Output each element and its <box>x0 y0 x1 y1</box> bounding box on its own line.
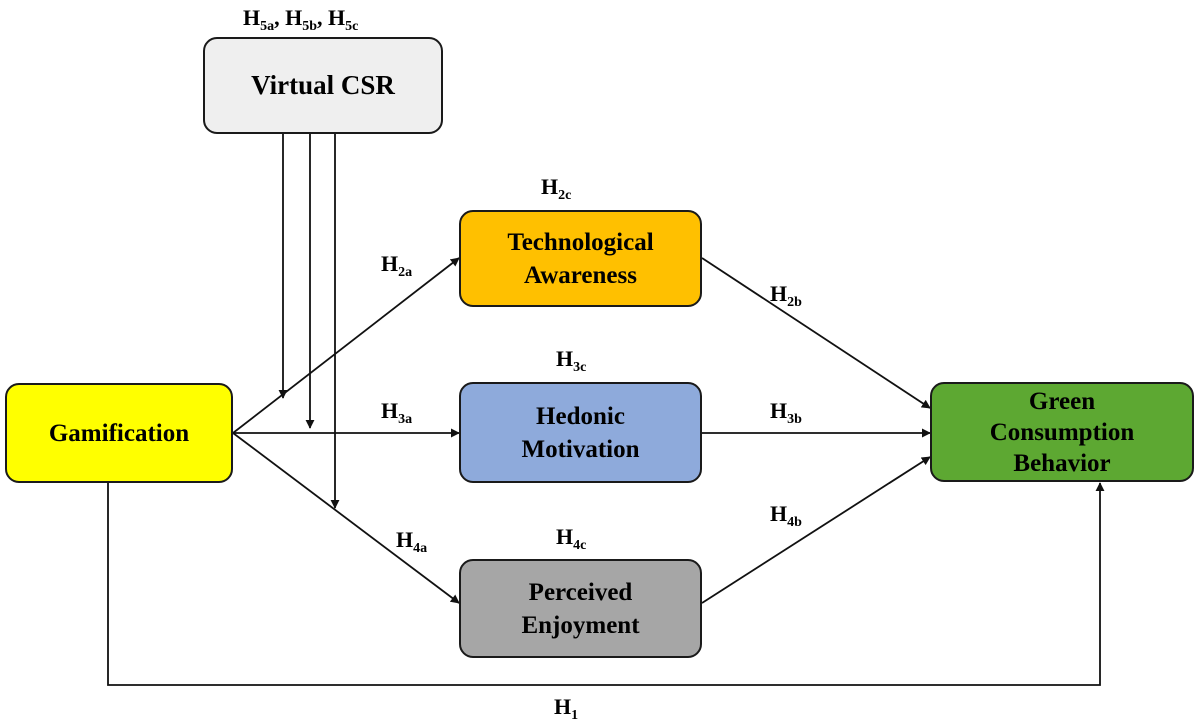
label-h1: H1 <box>554 694 578 723</box>
node-label-line-2: Awareness <box>524 261 637 289</box>
node-technological-awareness: Technological Awareness <box>459 210 702 307</box>
node-label-line-2: Consumption <box>989 418 1135 446</box>
node-label-line-1: Perceived <box>528 578 633 606</box>
label-h5-group: H5a, H5b, H5c <box>243 5 358 34</box>
node-label-line-1: Hedonic <box>536 402 625 430</box>
arrow-technological-awareness-to-green <box>701 257 931 409</box>
node-label: Gamification <box>48 419 190 447</box>
label-h4c: H4c <box>556 524 586 553</box>
label-h2b: H2b <box>770 281 802 310</box>
node-label-line-1: Green <box>1028 387 1096 415</box>
label-h3c: H3c <box>556 346 586 375</box>
node-virtual-csr: Virtual CSR <box>203 37 443 134</box>
label-h4b: H4b <box>770 501 802 530</box>
arrow-gamification-to-perceived-enjoyment <box>232 432 460 604</box>
label-h2c: H2c <box>541 174 571 203</box>
node-label-line-1: Technological <box>507 228 654 256</box>
node-label-line-3: Behavior <box>1013 449 1111 477</box>
arrow-gamification-to-green-direct <box>107 482 1105 686</box>
label-h3b: H3b <box>770 398 802 427</box>
node-label-line-2: Motivation <box>521 435 640 463</box>
node-label: Virtual CSR <box>251 70 395 100</box>
label-h2a: H2a <box>381 251 412 280</box>
node-hedonic-motivation: Hedonic Motivation <box>459 382 702 483</box>
node-perceived-enjoyment: Perceived Enjoyment <box>459 559 702 658</box>
label-h3a: H3a <box>381 398 412 427</box>
arrow-gamification-to-technological-awareness <box>232 257 460 434</box>
label-h4a: H4a <box>396 527 427 556</box>
node-gamification: Gamification <box>5 383 233 483</box>
node-green-consumption-behavior: Green Consumption Behavior <box>930 382 1194 482</box>
arrow-perceived-enjoyment-to-green <box>701 456 931 604</box>
node-label-line-2: Enjoyment <box>521 611 640 639</box>
